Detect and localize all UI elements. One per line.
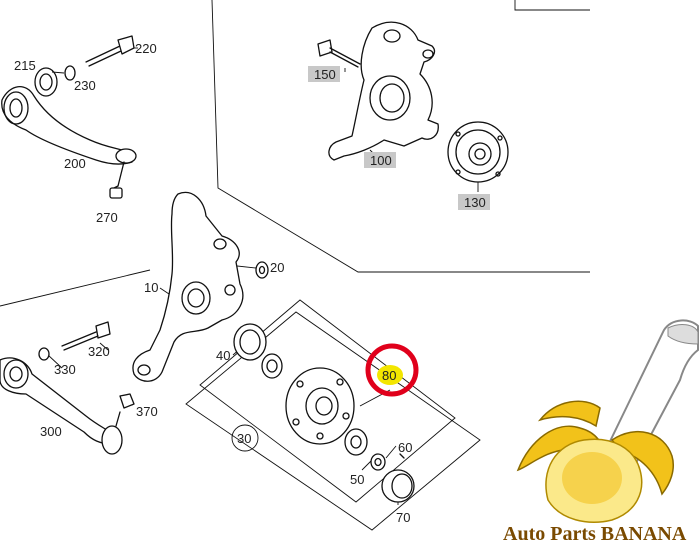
label-ring-30 [231, 424, 259, 452]
label-270[interactable]: 270 [96, 210, 118, 225]
washer-330[interactable] [38, 347, 50, 361]
control-arm-200[interactable] [1, 86, 137, 189]
label-box-130 [458, 194, 490, 210]
label-200[interactable]: 200 [64, 156, 86, 171]
label-100[interactable]: 100 [370, 153, 392, 168]
label-300[interactable]: 300 [40, 424, 62, 439]
washer-20[interactable] [255, 261, 269, 279]
wheel-hub-130[interactable] [447, 121, 509, 183]
seal-40[interactable] [233, 323, 267, 361]
strut-rod-300[interactable] [0, 357, 123, 455]
label-box-150 [308, 66, 340, 82]
label-30[interactable]: 30 [237, 431, 251, 446]
label-80[interactable]: 80 [382, 368, 396, 383]
bolt-220[interactable] [85, 35, 135, 67]
bushing-215[interactable] [34, 67, 58, 97]
label-130[interactable]: 130 [464, 195, 486, 210]
label-330[interactable]: 330 [54, 362, 76, 377]
label-20[interactable]: 20 [270, 260, 284, 275]
bolt-150[interactable] [317, 39, 361, 68]
washer-230[interactable] [64, 65, 76, 81]
label-215[interactable]: 215 [14, 58, 36, 73]
label-70[interactable]: 70 [396, 510, 410, 525]
highlight-80[interactable]: 80 [365, 343, 419, 397]
label-box-100 [364, 152, 396, 168]
hub-80[interactable] [285, 367, 355, 445]
watermark-text: Auto Parts BANANA [503, 523, 687, 545]
label-40[interactable]: 40 [216, 348, 230, 363]
nut-60[interactable] [370, 453, 405, 471]
label-10[interactable]: 10 [144, 280, 158, 295]
watermark: Auto Parts BANANA [503, 319, 699, 545]
part-labels: 215 220 230 200 270 150 100 130 20 10 40… [14, 41, 490, 525]
label-230[interactable]: 230 [74, 78, 96, 93]
label-370[interactable]: 370 [136, 404, 158, 419]
label-220[interactable]: 220 [135, 41, 157, 56]
bolt-320[interactable] [61, 321, 111, 351]
dust-cap-70[interactable] [381, 469, 415, 503]
bearing-50[interactable] [344, 428, 368, 456]
nut-370[interactable] [119, 393, 135, 409]
label-150[interactable]: 150 [314, 67, 336, 82]
label-50[interactable]: 50 [350, 472, 364, 487]
banana-logo [516, 319, 699, 523]
nut-270[interactable] [109, 187, 123, 199]
bearing-inner[interactable] [261, 353, 283, 379]
steering-knuckle-100[interactable] [328, 21, 439, 161]
label-320[interactable]: 320 [88, 344, 110, 359]
highlight-marker [377, 365, 403, 385]
highlight-ring [365, 343, 419, 397]
steering-knuckle-10[interactable] [132, 191, 244, 382]
label-60[interactable]: 60 [398, 440, 412, 455]
